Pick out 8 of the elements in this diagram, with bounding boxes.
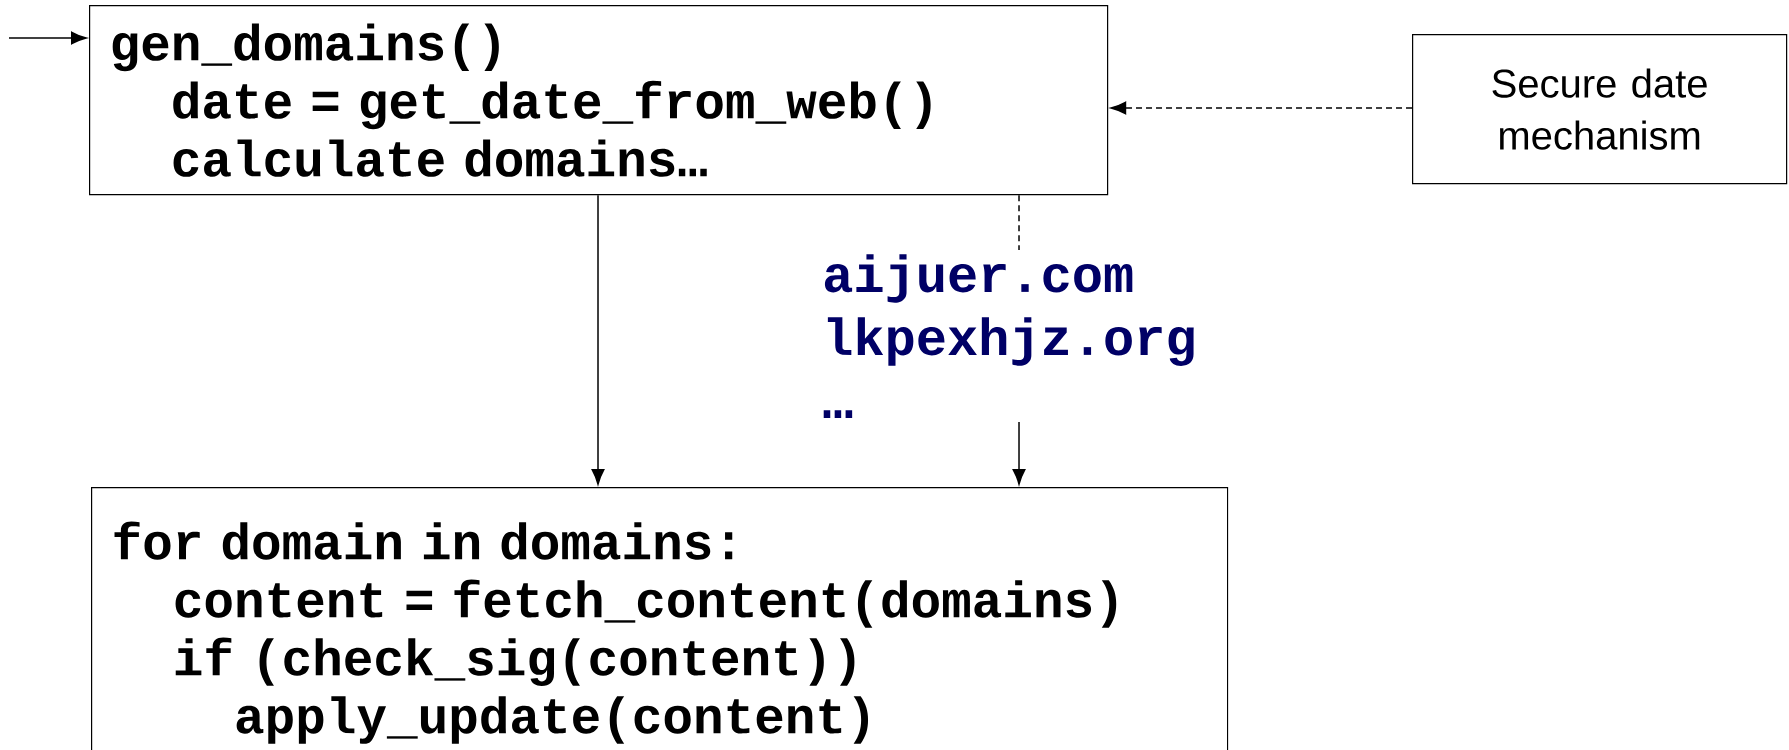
- arrow: [8, 31, 87, 45]
- process-box: Secure date mechanism: [1412, 34, 1788, 185]
- arrow: [591, 194, 605, 485]
- domain-list: aijuer.com lkpexhjz.org …: [823, 254, 1194, 418]
- arrow: [1012, 421, 1026, 485]
- code-box: gen_domains() date = get_date_from_web() calculate domains…: [89, 5, 1109, 196]
- code-box: for domain in domains: content = fetch_content(domains) if (check_sig(content)) apply_update(content): [91, 487, 1229, 750]
- arrow: [1110, 101, 1413, 115]
